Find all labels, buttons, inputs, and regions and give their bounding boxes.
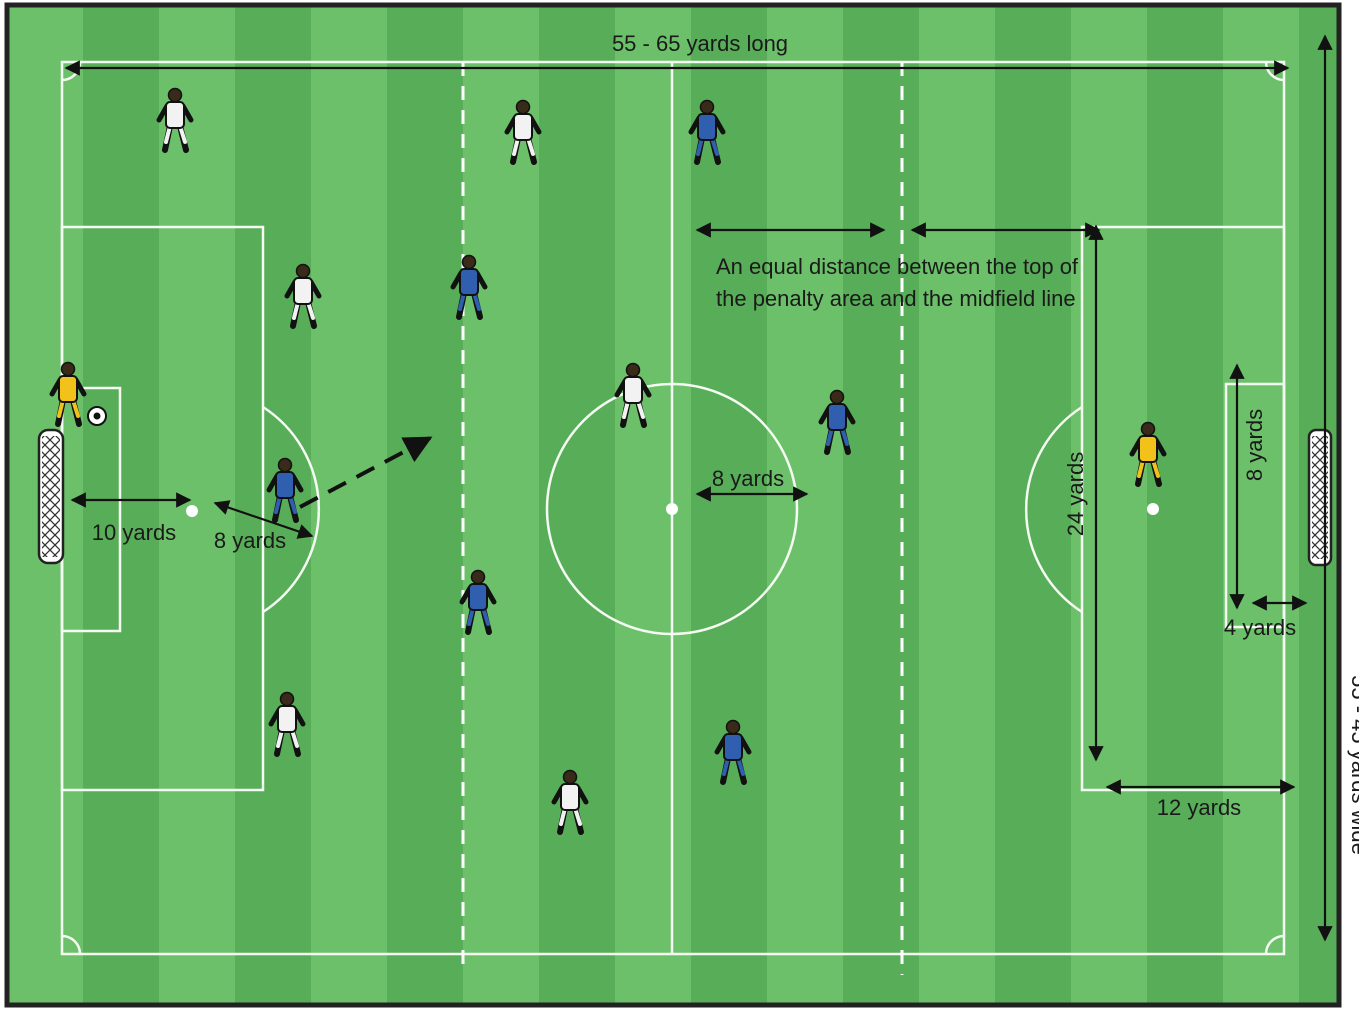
left-goal	[39, 430, 63, 563]
right-goal	[1309, 430, 1331, 565]
left-penalty-spot	[186, 505, 198, 517]
penalty-area-width-label: 24 yards	[1063, 452, 1088, 536]
penalty-area-depth-label: 12 yards	[1157, 795, 1241, 820]
length-label: 55 - 65 yards long	[612, 31, 788, 56]
center-spot	[666, 503, 678, 515]
equal-distance-label-line1: An equal distance between the top of	[716, 254, 1079, 279]
right-penalty-spot	[1147, 503, 1159, 515]
equal-distance-label-line2: the penalty area and the midfield line	[716, 286, 1076, 311]
width-label: 55 - 45 yards wide	[1347, 675, 1359, 855]
penalty-arc-label: 8 yards	[214, 528, 286, 553]
soccer-ball-icon	[88, 407, 106, 425]
spot-distance-label: 10 yards	[92, 520, 176, 545]
goal-area-width-label: 8 yards	[1242, 409, 1267, 481]
goal-area-depth-label: 4 yards	[1224, 615, 1296, 640]
center-circle-label: 8 yards	[712, 466, 784, 491]
